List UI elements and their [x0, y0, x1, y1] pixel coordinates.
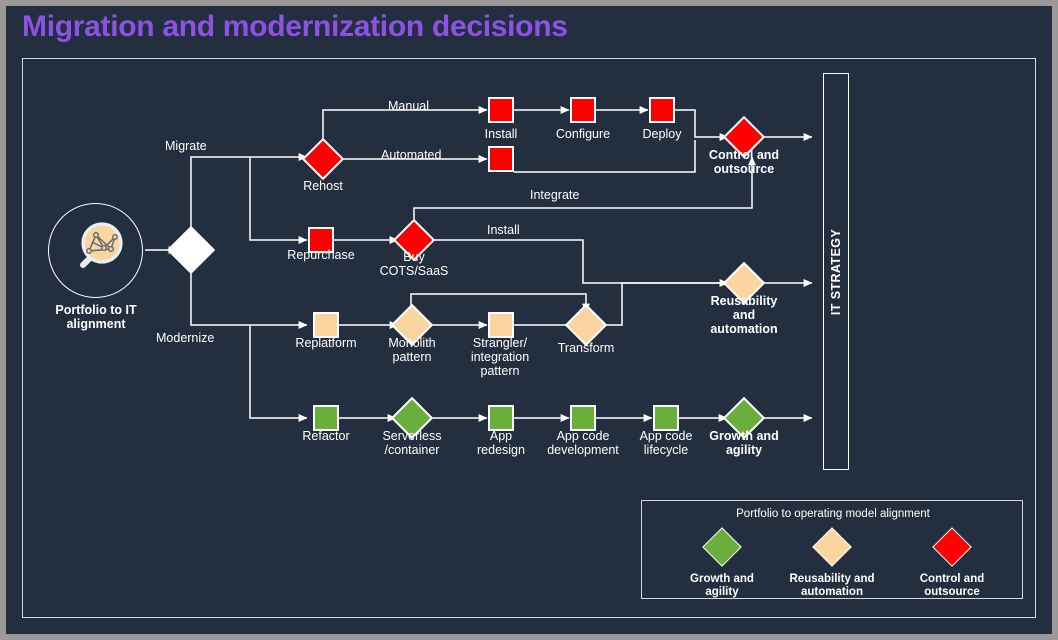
legend-swatch-orange-diamond	[812, 527, 852, 567]
node-automated-step[interactable]	[488, 146, 514, 172]
outcome-reusability-and-automation-label: Reusability and automation	[710, 294, 778, 336]
outcome-growth-and-agility-label: Growth and agility	[709, 429, 779, 457]
node-deploy-label: Deploy	[642, 127, 682, 141]
node-deploy[interactable]	[649, 97, 675, 123]
legend-title: Portfolio to operating model alignment	[736, 508, 930, 520]
legend-item-growth: Growth and agility	[662, 527, 782, 599]
outcome-control-and-outsource-label: Control and outsource	[708, 148, 780, 176]
node-app-redesign[interactable]	[488, 405, 514, 431]
edge-label-manual: Manual	[388, 99, 429, 113]
node-monolith-pattern-label: Monolith pattern	[388, 336, 436, 364]
edge-label-automated: Automated	[381, 148, 442, 162]
legend-item-growth-label: Growth and agility	[690, 573, 754, 598]
node-strangler-integration-pattern-label: Strangler/ integration pattern	[470, 336, 530, 378]
node-configure-label: Configure	[555, 127, 611, 141]
legend-item-reusability: Reusability and automation	[772, 527, 892, 599]
node-app-code-lifecycle[interactable]	[653, 405, 679, 431]
it-strategy-label: IT STRATEGY	[829, 228, 843, 315]
legend-item-control: Control and outsource	[892, 527, 1012, 599]
node-app-code-development-label: App code development	[547, 429, 619, 457]
start-node-circle	[48, 203, 143, 298]
page-title: Migration and modernization decisions	[22, 10, 568, 43]
edge-label-modernize: Modernize	[156, 331, 215, 345]
node-rehost-label: Rehost	[303, 179, 343, 193]
magnifier-network-icon	[80, 222, 123, 268]
node-refactor-label: Refactor	[302, 429, 350, 443]
start-node-label: Portfolio to IT alignment	[55, 303, 137, 331]
node-strangler-integration-pattern[interactable]	[488, 312, 514, 338]
node-install-label: Install	[484, 127, 518, 141]
legend: Portfolio to operating model alignment G…	[641, 500, 1023, 599]
legend-swatch-red-diamond	[932, 527, 972, 567]
edge-label-integrate: Integrate	[530, 188, 580, 202]
node-repurchase[interactable]	[308, 227, 334, 253]
node-install[interactable]	[488, 97, 514, 123]
node-refactor[interactable]	[313, 405, 339, 431]
node-app-redesign-label: App redesign	[477, 429, 525, 457]
node-app-code-lifecycle-label: App code lifecycle	[639, 429, 693, 457]
node-buy-cots-saas-label: Buy COTS/SaaS	[379, 250, 449, 278]
node-configure[interactable]	[570, 97, 596, 123]
it-strategy-bar: IT STRATEGY	[823, 73, 849, 470]
legend-swatch-green-diamond	[702, 527, 742, 567]
node-transform-label: Transform	[557, 341, 615, 355]
edge-label-install-cots: Install	[487, 223, 520, 237]
node-serverless-container-label: Serverless /container	[382, 429, 442, 457]
edge-label-migrate: Migrate	[165, 139, 207, 153]
node-replatform-label: Replatform	[295, 336, 357, 350]
node-replatform[interactable]	[313, 312, 339, 338]
legend-item-control-label: Control and outsource	[919, 573, 985, 598]
legend-item-reusability-label: Reusability and automation	[789, 573, 875, 598]
node-app-code-development[interactable]	[570, 405, 596, 431]
diagram-frame	[22, 58, 1036, 618]
node-repurchase-label: Repurchase	[287, 248, 355, 262]
